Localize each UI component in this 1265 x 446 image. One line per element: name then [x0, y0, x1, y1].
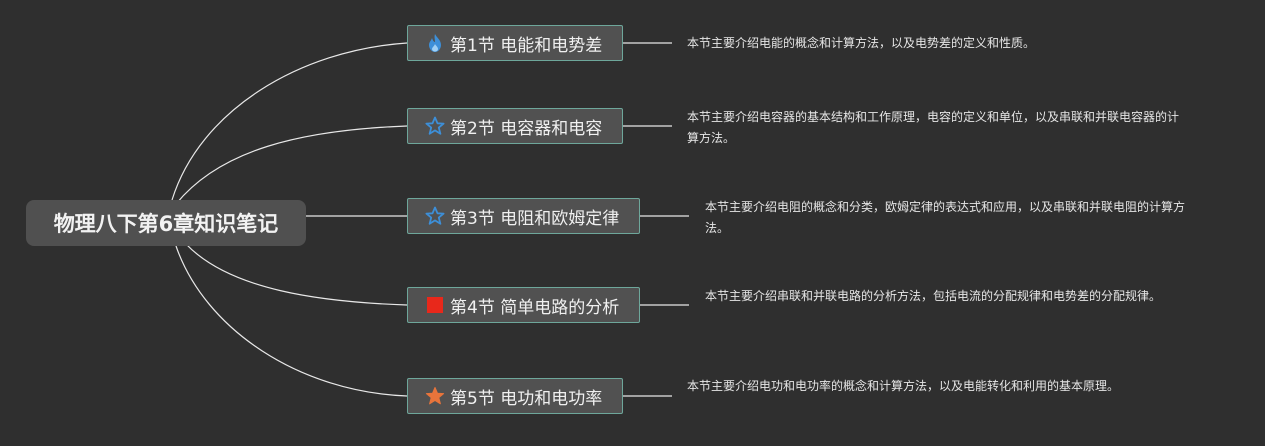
note-section-3-text: 本节主要介绍电阻的概念和分类，欧姆定律的表达式和应用，以及串联和并联电阻的计算方… — [705, 200, 1186, 235]
note-section-5-text: 本节主要介绍电功和电功率的概念和计算方法，以及电能转化和利用的基本原理。 — [687, 379, 1120, 393]
star-outline-icon — [425, 116, 445, 136]
topic-section-4-label: 第4节 简单电路的分析 — [450, 297, 620, 318]
flame-icon — [425, 33, 445, 53]
branch-line-4 — [185, 243, 408, 306]
topic-section-5-label: 第5节 电功和电功率 — [450, 388, 603, 409]
note-section-1: 本节主要介绍电能的概念和计算方法，以及电势差的定义和性质。 — [687, 33, 1107, 54]
central-topic[interactable]: 物理八下第6章知识笔记 — [26, 200, 306, 246]
red-square-icon — [425, 295, 445, 315]
topic-section-5[interactable]: 第5节 电功和电功率 — [407, 378, 623, 414]
topic-section-3[interactable]: 第3节 电阻和欧姆定律 — [407, 198, 640, 234]
branch-line-2 — [175, 125, 408, 205]
topic-section-2-label: 第2节 电容器和电容 — [450, 118, 603, 139]
topic-section-2[interactable]: 第2节 电容器和电容 — [407, 108, 623, 144]
note-section-1-text: 本节主要介绍电能的概念和计算方法，以及电势差的定义和性质。 — [687, 36, 1036, 50]
note-section-3: 本节主要介绍电阻的概念和分类，欧姆定律的表达式和应用，以及串联和并联电阻的计算方… — [705, 197, 1200, 239]
central-topic-label: 物理八下第6章知识笔记 — [53, 212, 279, 236]
note-section-5: 本节主要介绍电功和电功率的概念和计算方法，以及电能转化和利用的基本原理。 — [687, 376, 1167, 397]
topic-section-3-label: 第3节 电阻和欧姆定律 — [450, 208, 620, 229]
star-outline-icon — [425, 206, 445, 226]
topic-section-1[interactable]: 第1节 电能和电势差 — [407, 25, 623, 61]
topic-section-4[interactable]: 第4节 简单电路的分析 — [407, 287, 640, 323]
note-section-4-text: 本节主要介绍串联和并联电路的分析方法，包括电流的分配规律和电势差的分配规律。 — [705, 289, 1162, 303]
note-section-4: 本节主要介绍串联和并联电路的分析方法，包括电流的分配规律和电势差的分配规律。 — [705, 286, 1200, 307]
note-section-2-text: 本节主要介绍电容器的基本结构和工作原理，电容的定义和单位，以及串联和并联电容器的… — [687, 110, 1180, 145]
branch-line-1 — [171, 42, 408, 201]
star-filled-icon — [425, 386, 445, 406]
topic-section-1-label: 第1节 电能和电势差 — [450, 35, 603, 56]
branch-line-5 — [175, 245, 408, 397]
note-section-2: 本节主要介绍电容器的基本结构和工作原理，电容的定义和单位，以及串联和并联电容器的… — [687, 107, 1182, 149]
